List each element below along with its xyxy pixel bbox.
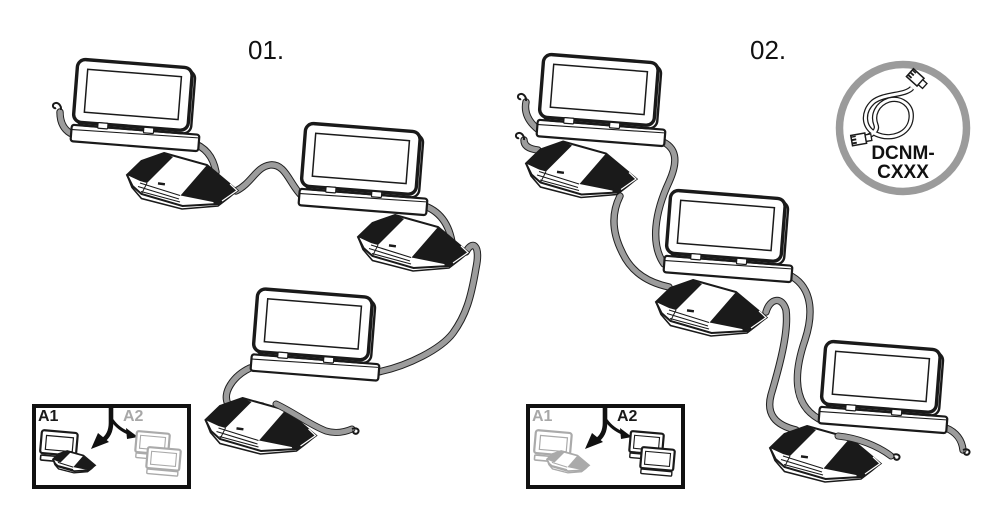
svg-text:A2: A2 xyxy=(617,408,638,425)
svg-text:01.: 01. xyxy=(248,35,284,65)
svg-text:A2: A2 xyxy=(123,408,144,425)
svg-text:02.: 02. xyxy=(750,35,786,65)
svg-text:A1: A1 xyxy=(532,408,553,425)
svg-text:CXXX: CXXX xyxy=(877,162,929,183)
svg-text:A1: A1 xyxy=(38,408,59,425)
svg-text:DCNM-: DCNM- xyxy=(871,143,934,164)
